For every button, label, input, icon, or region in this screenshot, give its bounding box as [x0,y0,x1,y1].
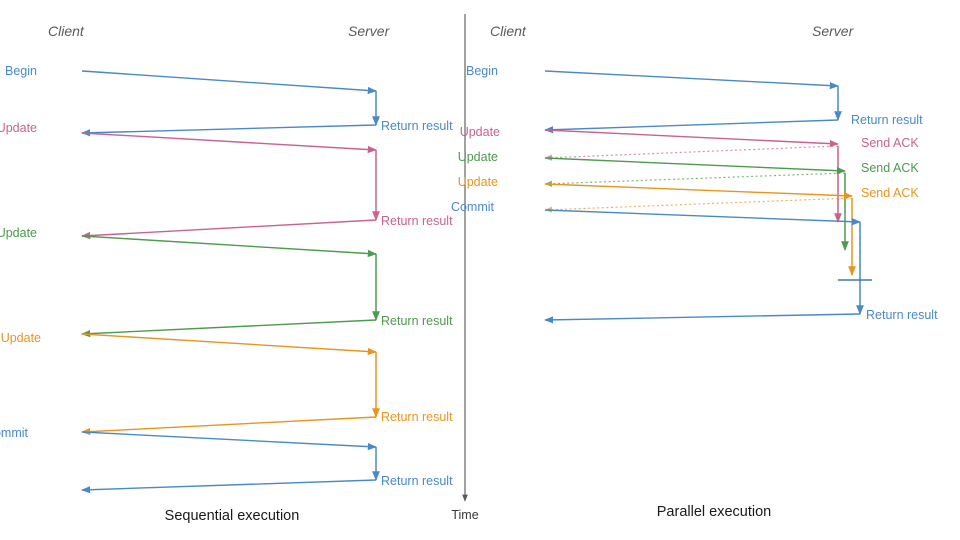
message-arrow [544,145,839,161]
message-arrow [544,70,839,90]
message-label: Return result [381,119,453,133]
message-arrow [544,157,846,175]
message-arrow [544,183,853,200]
message-arrow [544,129,839,148]
message-label: Return result [381,314,453,328]
time-axis-label: Time [451,508,478,522]
message-label: Commit [0,426,29,440]
message-label: Update [0,226,37,240]
message-arrow [81,479,377,494]
message-arrow [81,219,377,240]
message-label: Commit [451,200,495,214]
actor-label-client: Client [490,23,527,39]
message-arrow [544,313,861,324]
message-label: Update [460,125,500,139]
message-label: Return result [381,474,453,488]
message-label: Return result [851,113,923,127]
message-label: Send ACK [861,136,919,150]
message-label: Return result [381,410,453,424]
actor-label-client: Client [48,23,85,39]
message-arrow [544,172,846,187]
message-arrow [544,197,853,213]
message-arrow [81,132,377,154]
message-arrow [81,319,377,338]
message-arrow [544,119,839,134]
message-arrow [81,70,377,95]
message-arrow [81,416,377,436]
panel-caption: Sequential execution [165,508,300,524]
message-label: Update [458,150,498,164]
message-arrow [544,209,861,226]
message-arrow [81,431,377,451]
message-label: Send ACK [861,161,919,175]
actor-label-server: Server [348,23,391,39]
message-arrow [81,235,377,258]
message-label: Update [458,175,498,189]
message-label: Return result [866,308,938,322]
message-label: Update [0,121,37,135]
message-label: Update [1,331,41,345]
message-arrow [81,124,377,137]
actor-label-server: Server [812,23,855,39]
message-label: Return result [381,214,453,228]
message-label: Begin [5,64,37,78]
message-label: Begin [466,64,498,78]
message-arrow [81,333,377,356]
panel-caption: Parallel execution [657,504,771,520]
message-label: Send ACK [861,186,919,200]
